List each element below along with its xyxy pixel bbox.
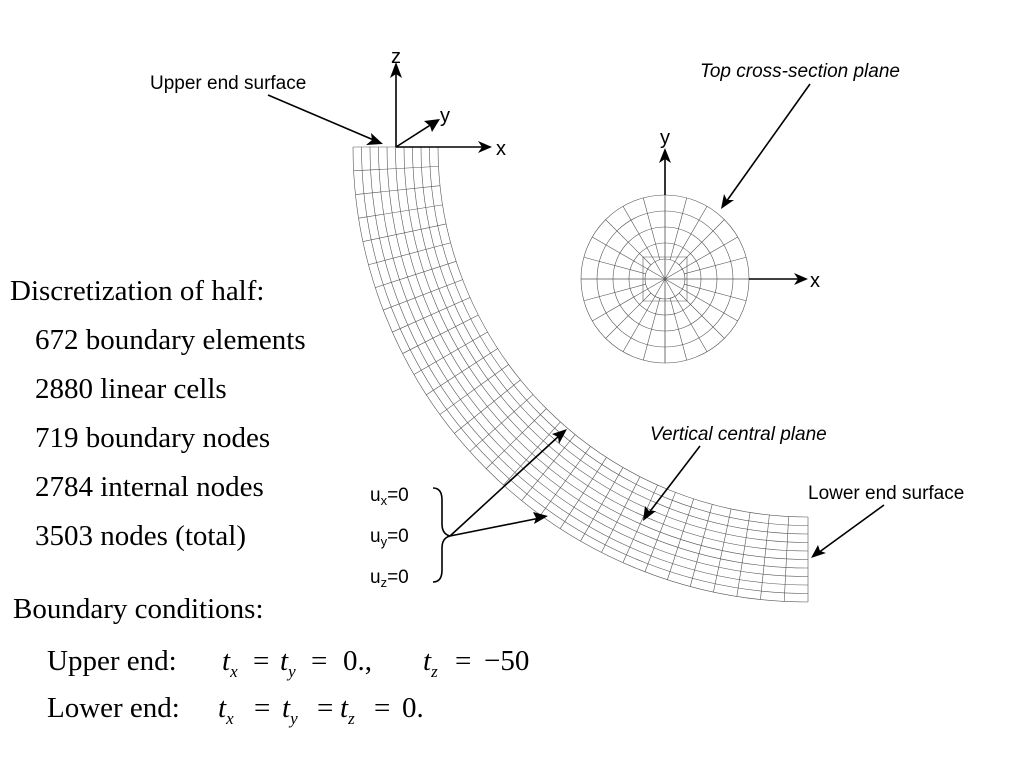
bar-outer-edge <box>437 146 809 518</box>
uy-constraint: uy=0 <box>370 526 409 549</box>
upper-end-surface-arrowhead <box>366 133 383 145</box>
upper-end-surface-leader <box>267 94 377 142</box>
uz-constraint: uz=0 <box>370 567 409 590</box>
bar-mesh-arc <box>378 146 809 577</box>
disk-spoke <box>583 283 646 302</box>
bar-mesh-arc <box>420 146 809 535</box>
top-cross-section-leader <box>725 83 811 203</box>
discretization-block: Discretization of half: 672 boundary ele… <box>10 275 306 552</box>
disk-spoke <box>669 298 688 361</box>
bar-mesh-arc <box>403 146 809 552</box>
vertical-central-plane-arrowhead <box>643 506 656 521</box>
lower-end-surface-arrowhead <box>811 545 826 558</box>
x-axis-arrowhead <box>478 141 492 153</box>
displacement-constraints: ux=0 uy=0 uz=0 <box>370 429 567 590</box>
z-axis-label: z <box>391 46 401 68</box>
constraint-arrowhead-lower <box>533 512 548 524</box>
x-axis-label: x <box>496 138 506 160</box>
curved-bar-mesh <box>352 146 809 603</box>
disk-spoke <box>642 298 661 361</box>
upper-end-surface-label: Upper end surface <box>150 73 306 94</box>
disk-spoke <box>678 219 725 266</box>
disk-spoke <box>664 206 708 280</box>
discretization-item: 672 boundary elements <box>35 324 306 356</box>
disk-core <box>642 256 688 302</box>
disk-spoke <box>592 278 666 322</box>
boundary-conditions-block: Boundary conditions: Upper end: tx=ty=0.… <box>13 593 529 728</box>
discretization-heading: Discretization of half: <box>10 275 264 307</box>
discretization-item: 2784 internal nodes <box>35 471 264 503</box>
disk-spoke <box>622 278 666 352</box>
disk-spoke <box>592 236 666 280</box>
disk-spoke <box>678 292 725 339</box>
constraint-arrowhead-upper <box>552 429 567 444</box>
bar-outer-edge <box>352 146 809 603</box>
bar-mesh-arc <box>369 146 809 586</box>
disk-spoke <box>664 278 738 322</box>
cs-x-axis-label: x <box>810 270 820 292</box>
upper-axes: z y x <box>390 46 506 160</box>
upper-end-label: Upper end: <box>47 645 177 677</box>
constraint-leader-lower <box>449 517 541 537</box>
lower-end-surface-leader <box>817 504 885 554</box>
cross-section-mesh <box>580 194 750 364</box>
constraint-leader-upper <box>449 434 561 537</box>
bar-mesh-arc <box>429 146 809 526</box>
disk-spoke <box>684 256 747 275</box>
lower-end-label: Lower end: <box>47 692 180 724</box>
cross-section-axes: y x <box>659 127 820 292</box>
disk-spoke <box>605 292 652 339</box>
constraint-brace <box>432 487 451 583</box>
bar-mesh-arc <box>412 146 809 543</box>
vertical-central-plane-label: Vertical central plane <box>650 424 827 445</box>
disk-spoke <box>669 197 688 260</box>
disk-spoke <box>583 256 646 275</box>
vertical-central-plane-leader <box>647 445 701 515</box>
disk-spoke <box>664 278 708 352</box>
y-axis-arrowhead <box>424 119 440 132</box>
lower-end-equation: tx=ty=tz=0. <box>218 692 424 728</box>
bar-mesh-arc <box>361 146 809 594</box>
cs-y-axis-arrowhead <box>659 148 671 163</box>
y-axis-label: y <box>440 105 450 127</box>
z-axis-arrowhead <box>390 62 402 78</box>
lower-end-surface-label: Lower end surface <box>808 483 964 504</box>
top-cross-section-arrowhead <box>721 194 734 209</box>
cs-x-axis-arrowhead <box>794 273 808 285</box>
boundary-heading: Boundary conditions: <box>13 593 264 625</box>
disk-spoke <box>642 197 661 260</box>
disk-spoke <box>622 206 666 280</box>
disk-spoke <box>664 236 738 280</box>
discretization-item: 719 boundary nodes <box>35 422 270 454</box>
bar-mesh-arc <box>386 146 809 569</box>
discretization-item: 3503 nodes (total) <box>35 520 246 552</box>
bar-mesh-arc <box>395 146 809 560</box>
cs-y-axis-label: y <box>660 127 670 149</box>
upper-end-equation: tx=ty=0.,tz=−50 <box>222 645 529 681</box>
disk-spoke <box>605 219 652 266</box>
ux-constraint: ux=0 <box>370 485 409 508</box>
y-axis-arrow <box>395 123 433 148</box>
discretization-item: 2880 linear cells <box>35 373 227 405</box>
disk-spoke <box>684 283 747 302</box>
top-cross-section-label: Top cross-section plane <box>700 61 900 82</box>
